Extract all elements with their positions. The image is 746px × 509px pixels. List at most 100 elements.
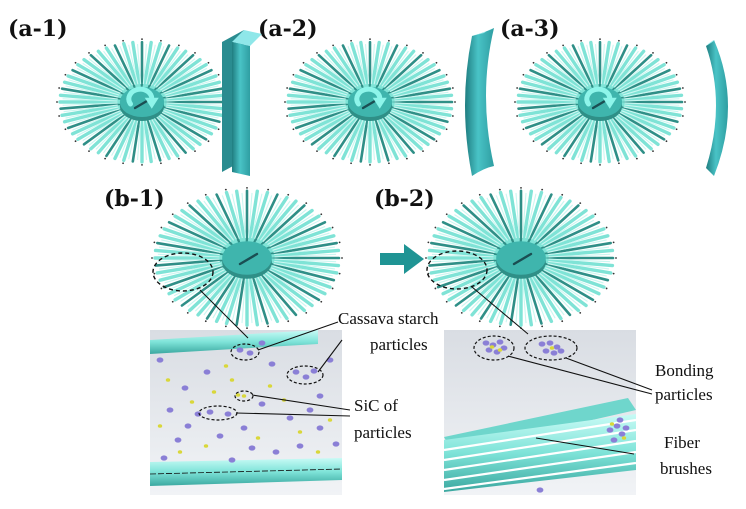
starch-particle — [240, 425, 248, 431]
tip-dot — [451, 115, 454, 117]
tip-dot — [675, 73, 678, 76]
tip-dot — [316, 51, 318, 54]
rotation-arrow-head — [372, 97, 387, 109]
starch-particle — [228, 457, 236, 463]
shaft — [512, 252, 533, 266]
bristle-highlight — [231, 277, 243, 323]
bristle-highlight — [88, 58, 126, 90]
tip-dot — [532, 61, 535, 64]
starch-particle — [174, 437, 182, 443]
bristle-highlight — [442, 267, 498, 291]
bristle-highlight — [586, 44, 597, 85]
bristle-highlight — [530, 110, 579, 131]
bristle-highlight — [388, 62, 430, 91]
bristle-highlight — [388, 113, 430, 142]
tip-dot — [194, 150, 196, 153]
tip-dot — [292, 128, 295, 131]
starch-particle — [306, 407, 314, 413]
tip-dot — [204, 193, 207, 196]
tip-dot — [445, 73, 448, 76]
tip-dot — [562, 44, 565, 47]
zoom-box-right — [443, 330, 637, 495]
zoom-box-left — [149, 330, 343, 495]
tip-dot — [224, 188, 227, 191]
bristle-highlight — [561, 50, 589, 87]
bristle-highlight — [72, 110, 121, 131]
bristle-highlight — [381, 50, 409, 87]
bristle-highlight — [376, 119, 393, 158]
bristle-highlight — [187, 272, 229, 308]
bristle-highlight — [82, 62, 124, 91]
bristle-highlight — [158, 260, 220, 270]
tip-dot — [612, 241, 615, 244]
brush-disc-b2 — [425, 186, 617, 330]
shaft — [238, 252, 259, 266]
bristle-highlight — [290, 102, 346, 106]
bristle-highlight — [530, 73, 579, 94]
bristle-highlight — [259, 275, 291, 316]
bristle-highlight — [394, 104, 449, 113]
bristle-highlight — [528, 195, 547, 239]
sic-particle — [241, 394, 247, 398]
tip-dot — [478, 320, 481, 323]
bristle-highlight — [63, 104, 118, 113]
bristle-highlight — [160, 113, 202, 142]
bristle-highlight — [594, 43, 600, 85]
tip-dot — [665, 61, 668, 64]
bristle-highlight — [539, 208, 581, 244]
tip-dot — [171, 213, 174, 216]
bristle-highlight — [265, 208, 307, 244]
starch-particle — [536, 487, 544, 493]
bristle-highlight — [394, 102, 450, 106]
tip-dot — [58, 87, 61, 89]
tip-dot — [561, 320, 564, 323]
bristle-highlight — [461, 272, 503, 308]
bristle-highlight — [536, 204, 574, 242]
bristle-highlight — [331, 50, 359, 87]
tip-dot — [681, 87, 684, 89]
bristle-highlight — [528, 277, 547, 321]
bristle-highlight — [364, 119, 370, 161]
bristle-highlight — [534, 67, 581, 93]
bristle-highlight — [166, 104, 221, 113]
bristle-highlight — [145, 119, 156, 160]
tip-dot — [546, 150, 548, 153]
bristle-highlight — [155, 116, 189, 150]
tip-dot — [579, 311, 582, 314]
hub — [222, 241, 272, 275]
tip-dot — [454, 101, 456, 103]
starch-particle — [203, 369, 211, 375]
bristle-highlight — [623, 85, 677, 98]
tip-dot — [635, 157, 638, 160]
bristle-highlight — [212, 276, 237, 319]
bristle-highlight — [392, 108, 444, 125]
bristle-highlight — [383, 54, 417, 88]
tip-dot — [74, 140, 77, 143]
bristle-highlight — [553, 54, 587, 88]
bristle-highlight — [103, 117, 131, 154]
tip-dot — [460, 311, 463, 314]
bristle-highlight — [461, 208, 503, 244]
bristle-highlight — [438, 232, 496, 251]
bristle-highlight — [257, 197, 282, 240]
tip-dot — [332, 157, 335, 160]
bristle-highlight — [356, 44, 367, 85]
tip-dot — [286, 115, 289, 117]
tip-dot — [287, 320, 290, 323]
bristle-highlight — [304, 67, 351, 93]
tip-dot — [160, 162, 162, 165]
starch-particle — [500, 345, 508, 351]
bristle-highlight — [431, 253, 494, 258]
bristle-highlight — [525, 193, 537, 239]
dashed-group-starch-1 — [230, 343, 260, 361]
sic-particle — [189, 400, 195, 404]
bristle-highlight — [272, 265, 330, 284]
tip-dot — [284, 101, 286, 103]
tip-dot — [434, 287, 437, 290]
tip-dot — [58, 115, 61, 117]
bristle-highlight — [394, 98, 450, 102]
sic-particle — [315, 450, 321, 454]
tip-dot — [151, 257, 153, 259]
tip-dot — [332, 44, 335, 47]
bristle-highlight — [431, 258, 494, 263]
